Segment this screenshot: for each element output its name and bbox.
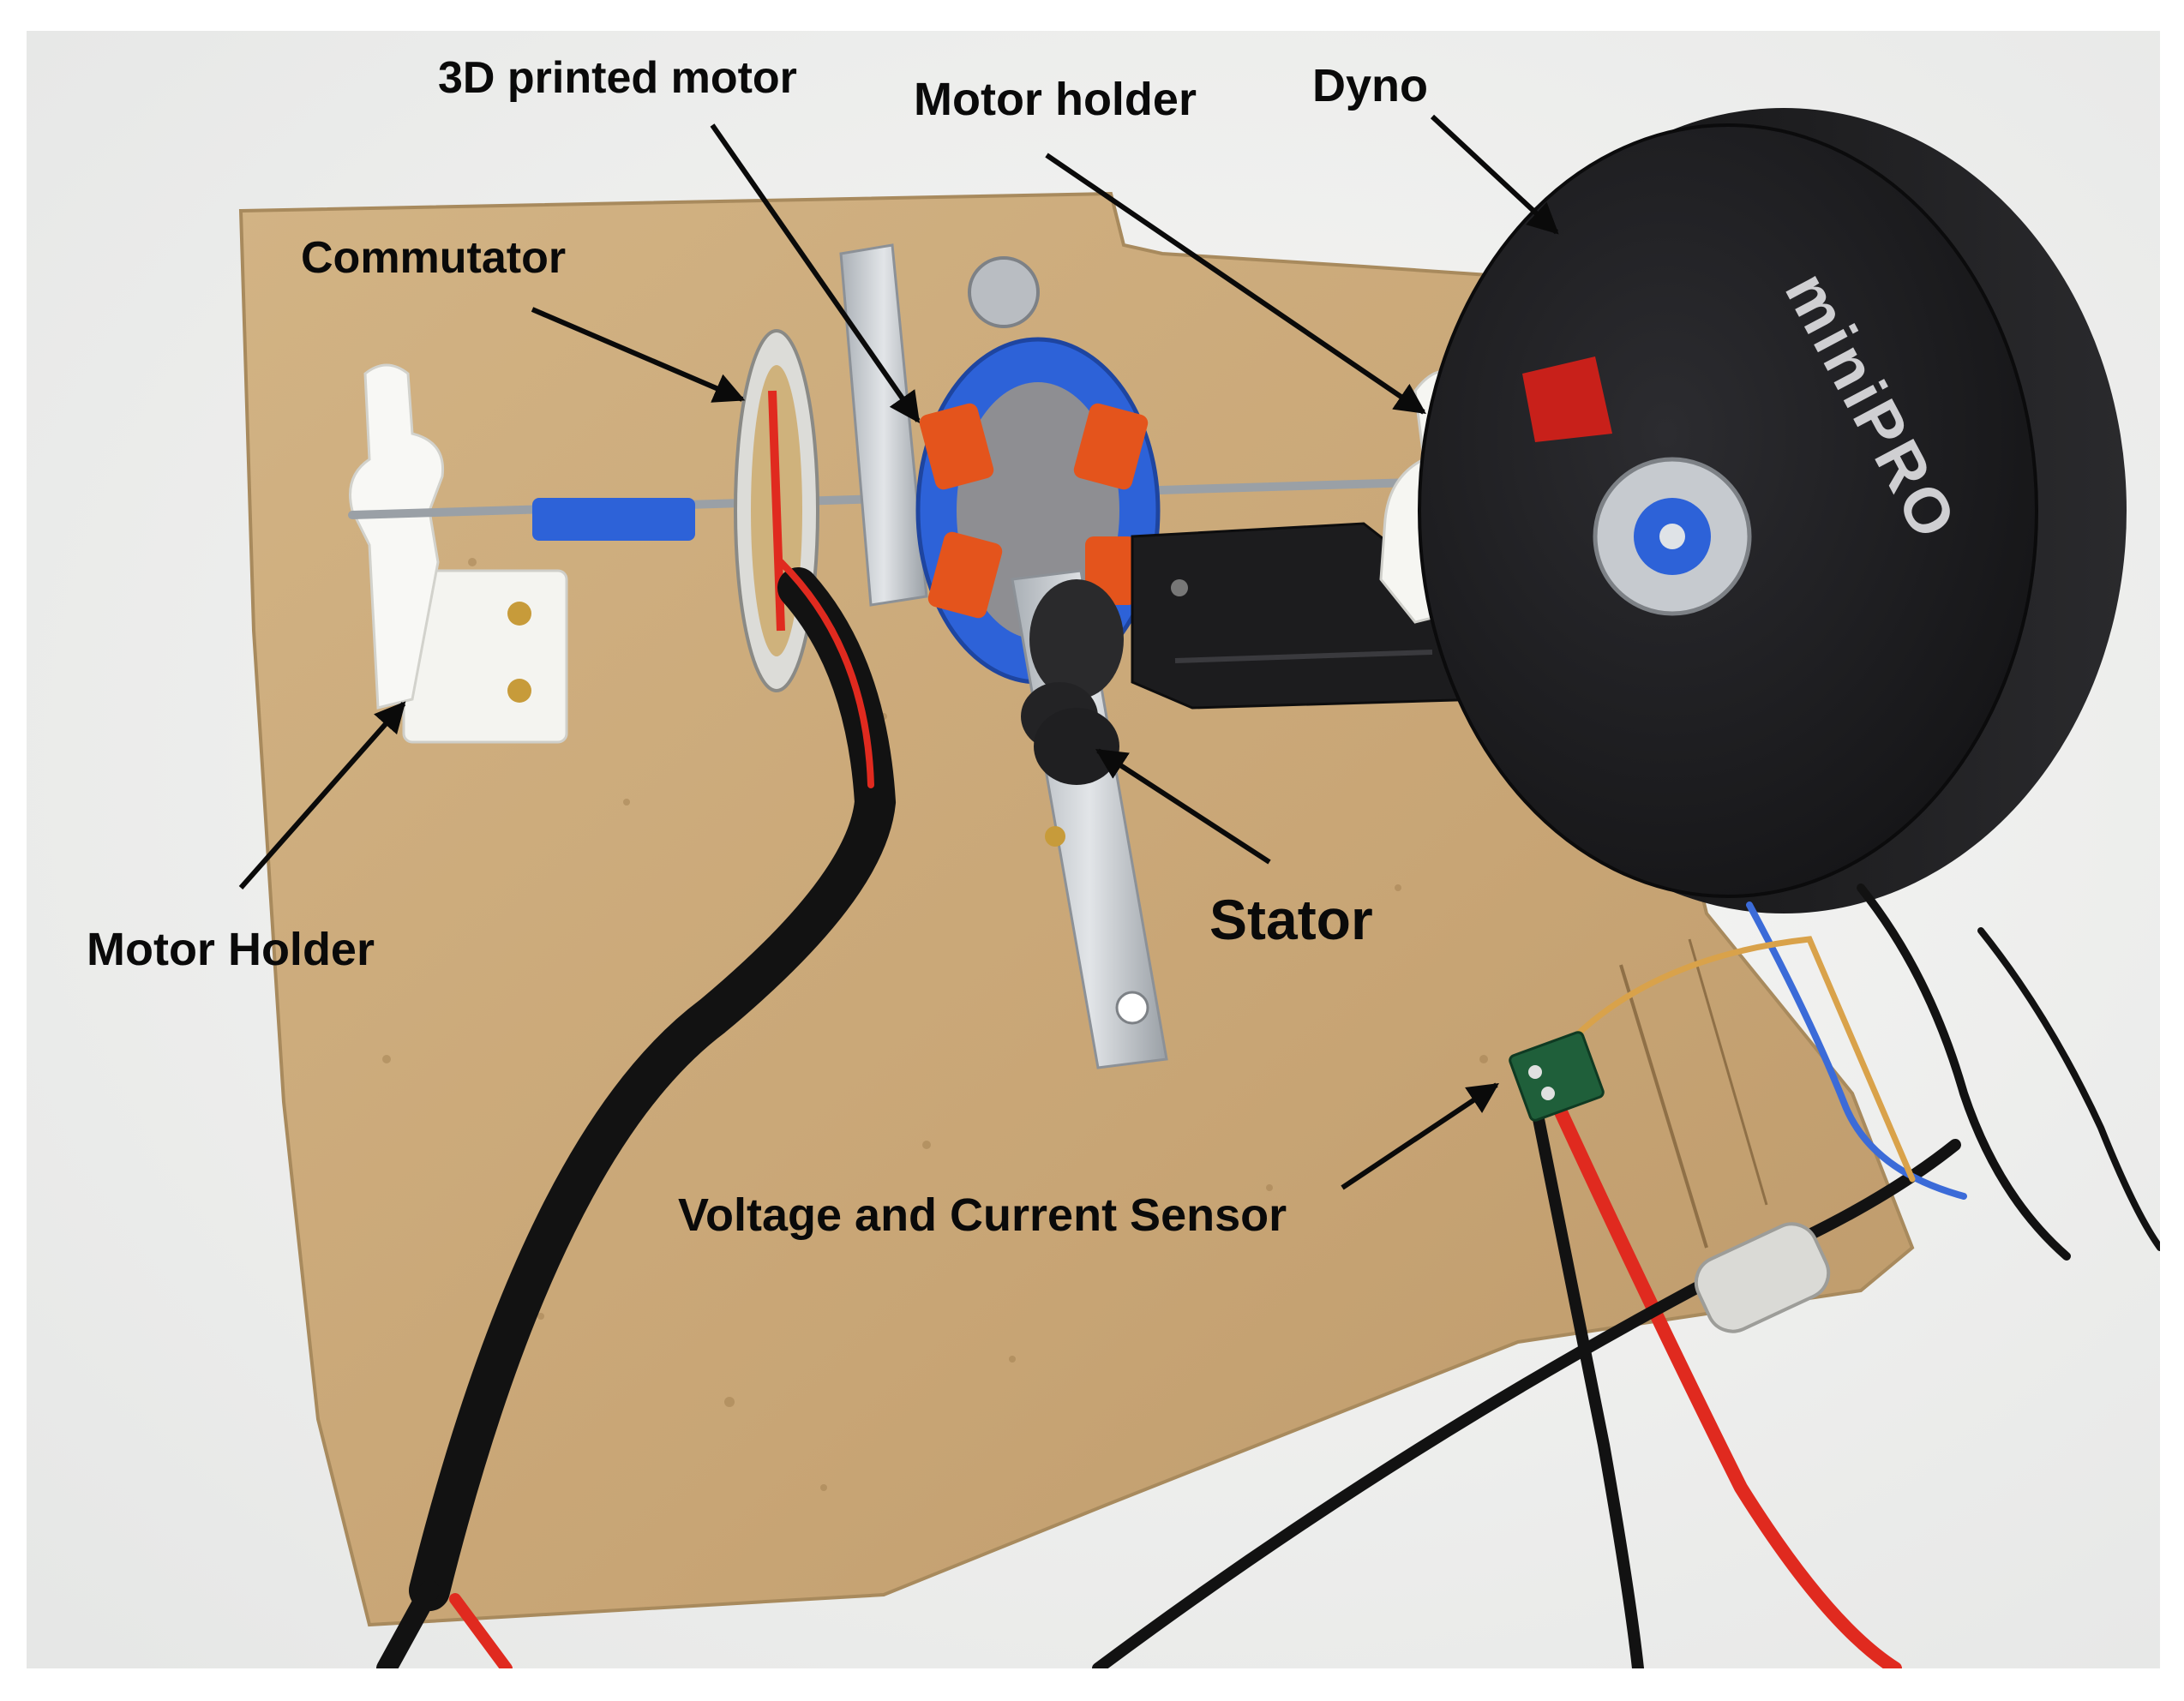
cables xyxy=(376,559,2160,1668)
arrow-motor-holder-left xyxy=(238,701,406,889)
test-rig-photo: miniPRO 3D printed motor Motor holder Dy… xyxy=(27,31,2160,1668)
arrow-stator xyxy=(1095,748,1271,865)
left-motor-holder xyxy=(349,363,568,744)
arrow-dyno xyxy=(1430,114,1559,235)
ferrite-bead xyxy=(1694,1222,1831,1333)
label-printed-motor: 3D printed motor xyxy=(438,53,797,103)
arrow-sensor xyxy=(1341,1082,1499,1190)
annotation-arrows xyxy=(238,114,1559,1190)
commutator-disc xyxy=(734,329,819,692)
stator-assembly xyxy=(1011,569,1168,1069)
arrow-commutator xyxy=(531,307,746,403)
label-motor-holder-top: Motor holder xyxy=(914,74,1197,125)
blue-shaft-support xyxy=(532,498,695,541)
dyno: miniPRO xyxy=(1418,108,2127,913)
sensor-board xyxy=(1509,1031,1605,1122)
label-commutator: Commutator xyxy=(301,233,566,283)
arrow-motor-holder-top xyxy=(1045,153,1426,415)
label-sensor: Voltage and Current Sensor xyxy=(678,1189,1287,1241)
label-dyno: Dyno xyxy=(1312,60,1428,111)
rear-metal-bracket xyxy=(839,243,928,607)
label-stator: Stator xyxy=(1209,888,1373,951)
arrow-printed-motor xyxy=(710,123,921,423)
label-motor-holder-left: Motor Holder xyxy=(87,924,375,975)
